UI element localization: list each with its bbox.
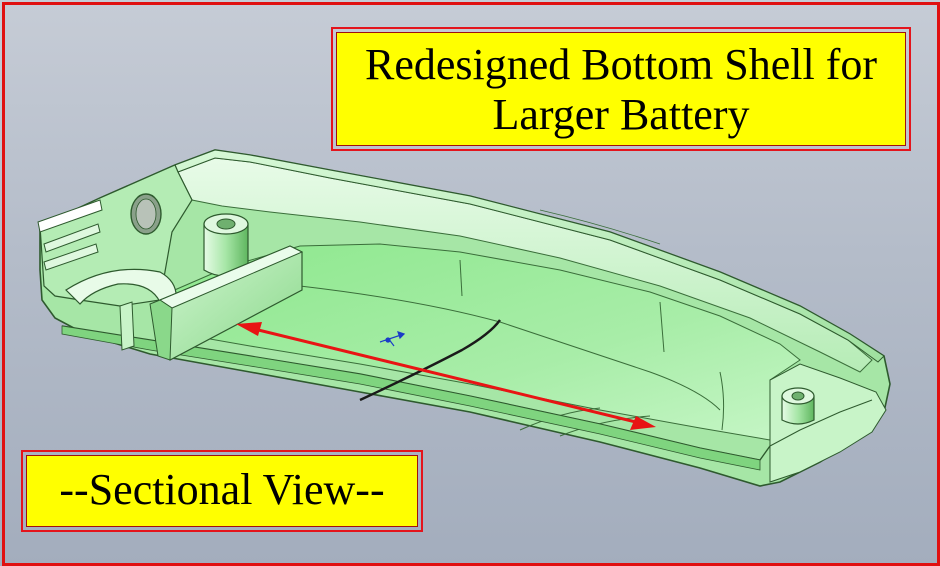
title-line-1: Redesigned Bottom Shell for	[364, 40, 878, 89]
length-arrow	[236, 322, 656, 430]
latch-slot-1	[37, 199, 103, 233]
left-post	[119, 301, 135, 351]
floor-contour-1	[299, 285, 721, 411]
floor-contour-4	[719, 371, 725, 431]
floor-contour-3	[659, 301, 665, 353]
floor-section-line	[359, 319, 501, 402]
shell-floor	[169, 243, 801, 441]
coordinate-origin-triad-icon	[379, 331, 406, 347]
shell-top-rim	[174, 149, 885, 363]
latch-slot-2	[43, 223, 101, 253]
title-label: Redesigned Bottom Shell for Larger Batte…	[331, 27, 911, 151]
latch-slot-3	[43, 243, 99, 271]
title-line-2: Larger Battery	[492, 90, 750, 139]
floor-contour-6	[559, 415, 651, 437]
shell-right-lip	[769, 399, 873, 447]
section-cut-face	[61, 325, 761, 471]
sectional-view-caption: --Sectional View--	[21, 450, 423, 532]
floor-contour-2	[459, 259, 463, 297]
floor-contour-7	[539, 209, 661, 245]
